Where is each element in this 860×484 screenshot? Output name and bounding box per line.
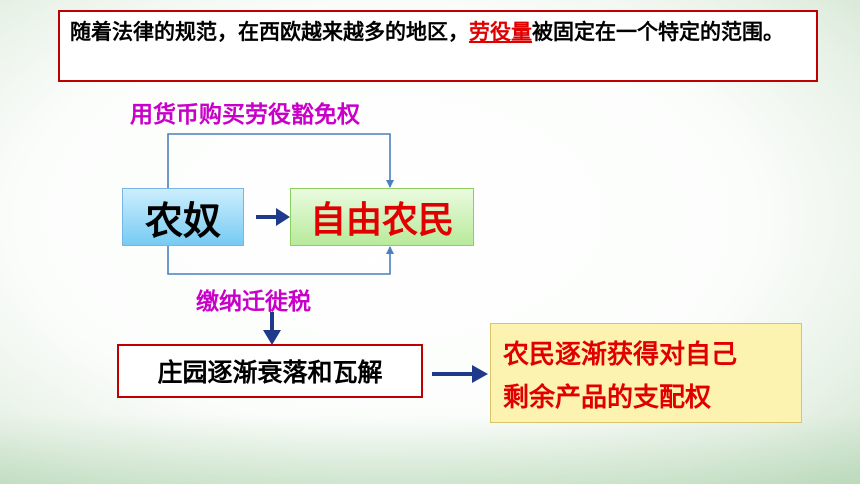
manor-to-result-arrow-head xyxy=(472,365,488,383)
serf-box: 农奴 xyxy=(122,188,244,246)
result-line-1: 农民逐渐获得对自己 xyxy=(503,340,738,370)
lower-connector xyxy=(167,246,394,275)
manor-decline-box: 庄园逐渐衰落和瓦解 xyxy=(117,344,423,398)
top-note-prefix: 随着法律的规范，在西欧越来越多的地区， xyxy=(70,20,469,44)
down-arrow-head xyxy=(263,330,281,345)
free-peasant-box: 自由农民 xyxy=(290,188,474,246)
upper-connector xyxy=(167,133,394,188)
serf-to-free-arrow-head xyxy=(276,208,290,226)
top-note-box: 随着法律的规范，在西欧越来越多的地区，劳役量被固定在一个特定的范围。 xyxy=(58,10,818,82)
background-band xyxy=(0,414,860,484)
lower-path-label: 缴纳迁徙税 xyxy=(196,289,311,315)
top-note-highlight: 劳役量 xyxy=(469,20,532,44)
result-line-2: 剩余产品的支配权 xyxy=(503,383,712,413)
upper-path-label: 用货币购买劳役豁免权 xyxy=(130,102,360,128)
result-box: 农民逐渐获得对自己 剩余产品的支配权 xyxy=(490,323,802,423)
top-note-suffix: 被固定在一个特定的范围。 xyxy=(532,20,784,44)
